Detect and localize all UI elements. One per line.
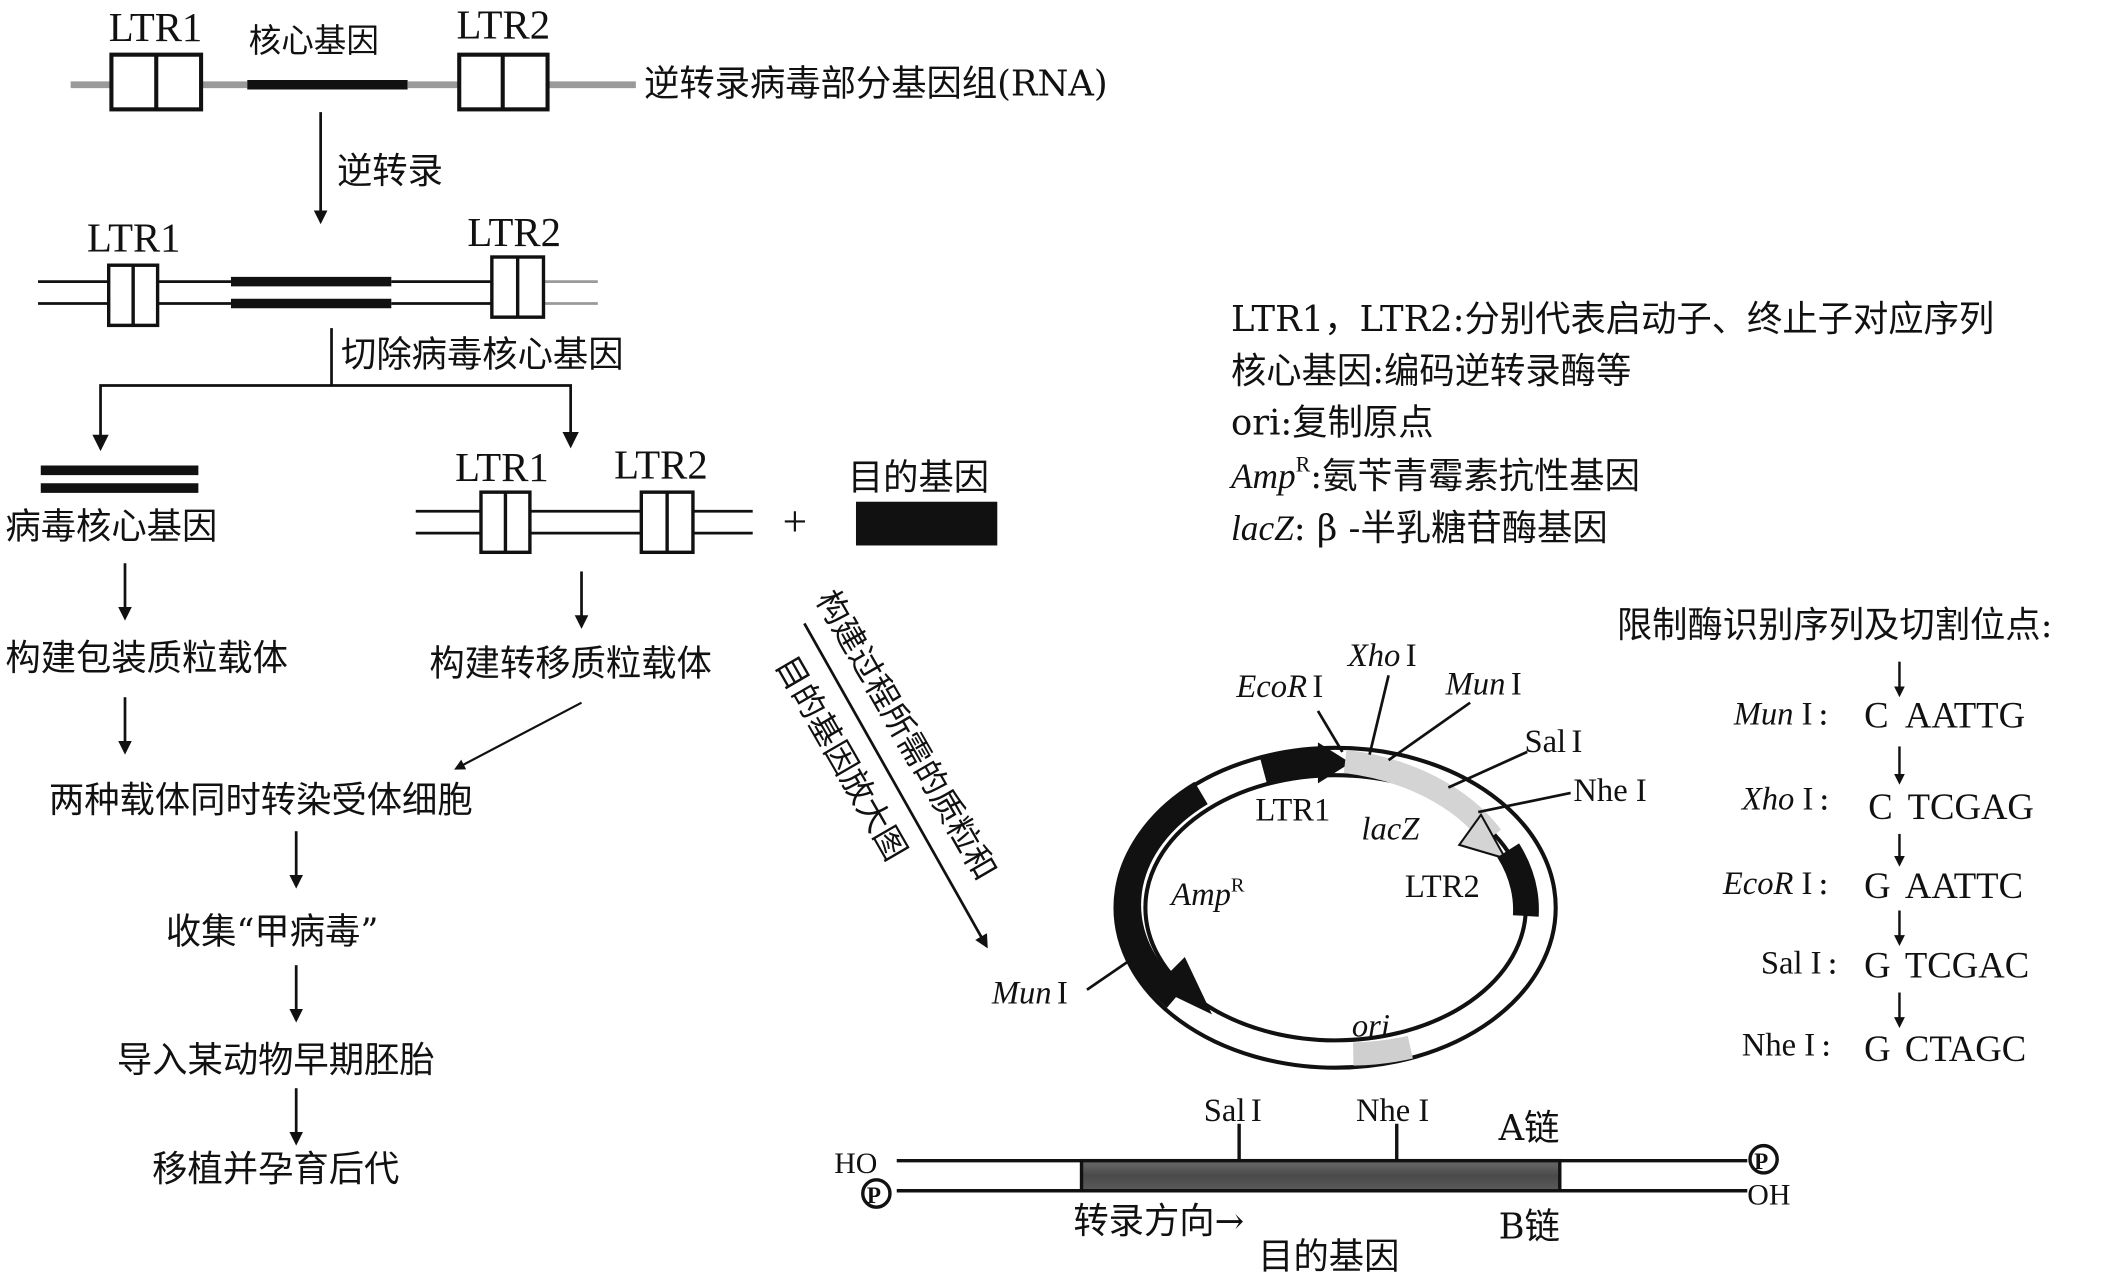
ori-segment: [1352, 1035, 1413, 1066]
collect-label: 收集“甲病毒”: [166, 911, 379, 952]
lacz-plasmid-label: lacZ: [1361, 811, 1420, 847]
phosphate-left-icon: [861, 1178, 892, 1209]
legend: LTR1，LTR2:分别代表启动子、终止子对应序列 核心基因:编码逆转录酶等 o…: [1229, 299, 1994, 549]
sal-pointer: [1447, 750, 1528, 789]
phosphate-right-icon: [1748, 1143, 1779, 1175]
arrow-enlarge: [803, 622, 988, 949]
ampr-arrowhead: [1154, 956, 1212, 1015]
legend-line5: lacZ: β -半乳糖苷酶基因: [1231, 508, 1608, 549]
build-packaging-label: 构建包装质粒载体: [5, 638, 288, 679]
ori-plasmid-label: ori: [1352, 1008, 1390, 1044]
legend-line2: 核心基因:编码逆转录酶等: [1231, 351, 1631, 392]
svg-text:AATTG: AATTG: [1905, 694, 2025, 735]
reverse-transcription-label: 逆转录: [337, 151, 443, 192]
ltr1-label-top: LTR1: [109, 5, 203, 50]
ampr-segment: [1115, 781, 1208, 1008]
introduce-label: 导入某动物早期胚胎: [117, 1040, 435, 1081]
rna-genome: LTR1 核心基因 LTR2 逆转录病毒部分基因组(RNA): [70, 2, 1108, 112]
ltr1-label-mid: LTR1: [455, 445, 549, 490]
legend-line3: ori:复制原点: [1231, 403, 1434, 444]
legend-line1: LTR1，LTR2:分别代表启动子、终止子对应序列: [1231, 299, 1994, 340]
svg-text:CTAGC: CTAGC: [1905, 1028, 2026, 1069]
transcription-direction-label: 转录方向→: [1073, 1201, 1244, 1242]
a-chain-label: A链: [1498, 1108, 1560, 1149]
legend-line4: AmpR:氨苄青霉素抗性基因: [1229, 453, 1640, 497]
target-gene-label-top: 目的基因: [848, 457, 989, 498]
svg-text:G: G: [1864, 1028, 1890, 1069]
svg-text:C: C: [1868, 786, 1892, 827]
ltr1-plasmid-label: LTR1: [1255, 792, 1330, 828]
svg-text:AATTC: AATTC: [1905, 865, 2023, 906]
svg-text:P: P: [867, 1183, 881, 1209]
transplant-label: 移植并孕育后代: [152, 1149, 399, 1190]
target-gene-label-bottom: 目的基因: [1258, 1237, 1399, 1278]
target-gene-block: [855, 501, 998, 546]
oh-label: OH: [1747, 1178, 1790, 1211]
ltr2-label-dna: LTR2: [467, 210, 561, 255]
svg-text:G: G: [1864, 944, 1890, 985]
virus-core-gene-label: 病毒核心基因: [5, 507, 217, 548]
b-chain-label: B链: [1499, 1206, 1560, 1247]
split-bracket: [99, 384, 573, 449]
enzyme-table-title: 限制酶识别序列及切割位点:: [1617, 605, 2053, 646]
core-gene-label: 核心基因: [249, 22, 379, 60]
ltr-without-core: LTR1 LTR2: [415, 442, 753, 555]
svg-text:G: G: [1864, 865, 1890, 906]
ltr2-plasmid-label: LTR2: [1405, 869, 1480, 905]
xho-pointer: [1368, 675, 1390, 755]
ltr2-label-mid: LTR2: [614, 442, 708, 487]
build-transfer-label: 构建转移质粒载体: [429, 643, 712, 684]
ho-label: HO: [834, 1147, 877, 1180]
ltr2-label-top: LTR2: [457, 2, 551, 47]
mun-left-pointer: [1086, 947, 1148, 991]
dna-double-strand: LTR1 LTR2: [38, 210, 598, 328]
nhe-pointer: [1477, 791, 1571, 814]
svg-text:P: P: [1754, 1149, 1768, 1175]
ltr2-segment: [1497, 843, 1539, 917]
ltr1-label-dna: LTR1: [87, 215, 181, 260]
cotransfect-label: 两种载体同时转染受体细胞: [49, 780, 473, 821]
ecor-pointer: [1316, 710, 1344, 753]
svg-text:C: C: [1864, 694, 1888, 735]
ampr-plasmid-label: AmpR: [1169, 874, 1245, 913]
arrow-transfer-to-cotransfect: [454, 701, 583, 770]
rna-genome-label: 逆转录病毒部分基因组(RNA): [644, 64, 1108, 105]
svg-text:TCGAG: TCGAG: [1908, 786, 2034, 827]
mun-top-pointer: [1387, 701, 1471, 762]
target-gene-region: [1079, 1158, 1562, 1193]
svg-text:TCGAC: TCGAC: [1905, 944, 2029, 985]
plus-sign: +: [783, 498, 808, 546]
cut-core-label: 切除病毒核心基因: [341, 334, 624, 375]
